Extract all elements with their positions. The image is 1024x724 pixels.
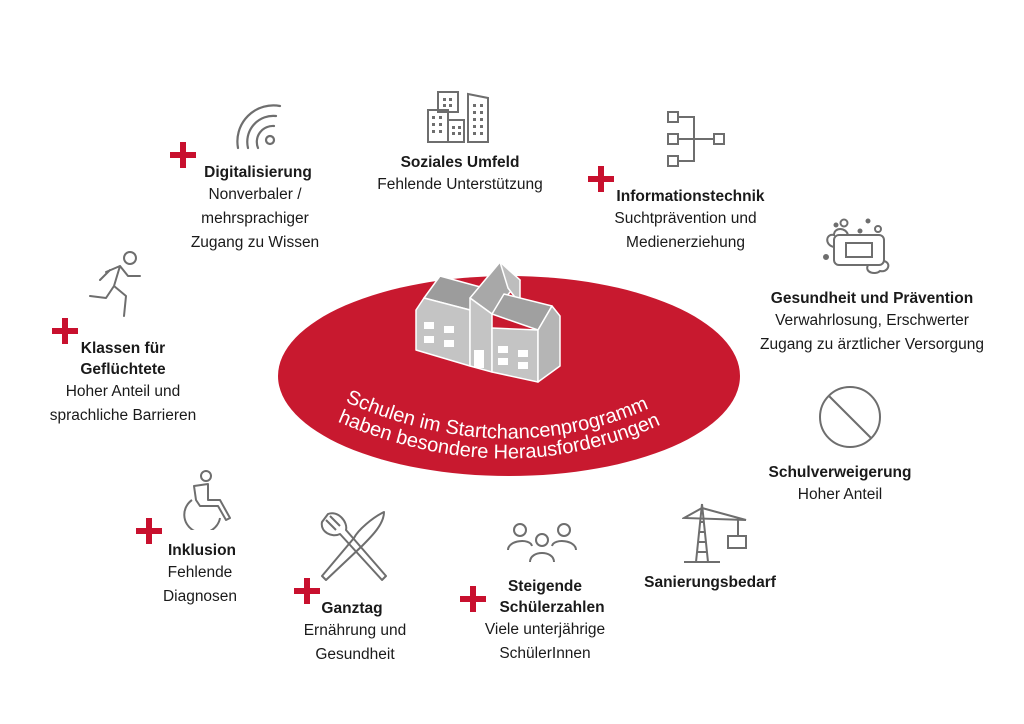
item-desc: Gesundheit xyxy=(315,646,395,663)
item-desc: mehrsprachiger xyxy=(201,210,309,227)
item-title: Schülerzahlen xyxy=(499,599,605,616)
crane-icon xyxy=(682,502,748,564)
item-title: Ganztag xyxy=(321,600,383,617)
item-klassen-gefluechtete: Klassen für Geflüchtete Hoher Anteil und… xyxy=(28,338,218,428)
soap-icon xyxy=(822,215,892,275)
item-title: Informationstechnik xyxy=(616,188,765,205)
item-title: Gesundheit und Prävention xyxy=(770,290,974,307)
plus-marker xyxy=(294,578,320,604)
item-desc: sprachliche Barrieren xyxy=(49,407,197,424)
item-desc: Medienerziehung xyxy=(626,234,745,251)
plus-marker xyxy=(460,586,486,612)
item-desc: Zugang zu Wissen xyxy=(190,234,320,251)
item-digitalisierung: Digitalisierung Nonverbaler / mehrsprach… xyxy=(170,162,340,255)
city-buildings-icon xyxy=(426,90,492,144)
wheelchair-icon xyxy=(178,470,236,530)
item-title: Geflüchtete xyxy=(80,361,166,378)
item-desc: Fehlende xyxy=(167,564,233,581)
center-caption: Schulen im Startchancenprogramm haben be… xyxy=(336,386,663,463)
item-title: Sanierungsbedarf xyxy=(644,574,776,591)
item-title: Schulverweigerung xyxy=(768,464,912,481)
wifi-signal-icon xyxy=(230,98,290,153)
item-schulverweigerung: Schulverweigerung Hoher Anteil xyxy=(740,462,940,507)
item-desc: Ernährung und xyxy=(303,622,407,639)
plus-marker xyxy=(588,166,614,192)
item-desc: Hoher Anteil xyxy=(797,486,883,503)
item-title: Soziales Umfeld xyxy=(400,154,520,171)
item-desc: Nonverbaler / xyxy=(208,186,302,203)
item-title: Inklusion xyxy=(167,542,237,559)
item-title: Steigende xyxy=(507,578,583,595)
item-sanierungsbedarf: Sanierungsbedarf xyxy=(620,572,800,593)
item-title: Klassen für xyxy=(80,340,166,357)
item-desc: Fehlende Unterstützung xyxy=(377,176,543,193)
group-icon xyxy=(506,520,578,564)
item-title: Digitalisierung xyxy=(204,164,312,181)
plus-marker xyxy=(52,318,78,344)
item-gesundheit: Gesundheit und Prävention Verwahrlosung,… xyxy=(722,288,1022,357)
item-desc: Diagnosen xyxy=(162,588,238,605)
item-desc: SchülerInnen xyxy=(499,645,591,662)
school-building-icon xyxy=(412,258,562,383)
plus-marker xyxy=(136,518,162,544)
plus-marker xyxy=(170,142,196,168)
running-person-icon xyxy=(86,250,152,320)
item-desc: Hoher Anteil und xyxy=(65,383,181,400)
fork-knife-icon xyxy=(318,508,390,584)
item-soziales-umfeld: Soziales Umfeld Fehlende Unterstützung xyxy=(350,152,570,197)
hierarchy-icon xyxy=(666,110,728,170)
item-desc: Suchtprävention und xyxy=(614,210,757,227)
item-informationstechnik: Informationstechnik Suchtprävention und … xyxy=(598,186,773,255)
prohibited-icon xyxy=(818,385,882,449)
item-desc: Verwahrlosung, Erschwerter xyxy=(775,312,969,329)
item-inklusion: Inklusion Fehlende Diagnosen xyxy=(140,540,260,609)
item-steigende-schuelerzahlen: Steigende Schülerzahlen Viele unterjähri… xyxy=(460,576,630,666)
item-desc: Zugang zu ärztlicher Versorgung xyxy=(759,336,985,353)
item-desc: Viele unterjährige xyxy=(484,621,606,638)
item-ganztag: Ganztag Ernährung und Gesundheit xyxy=(280,598,430,667)
